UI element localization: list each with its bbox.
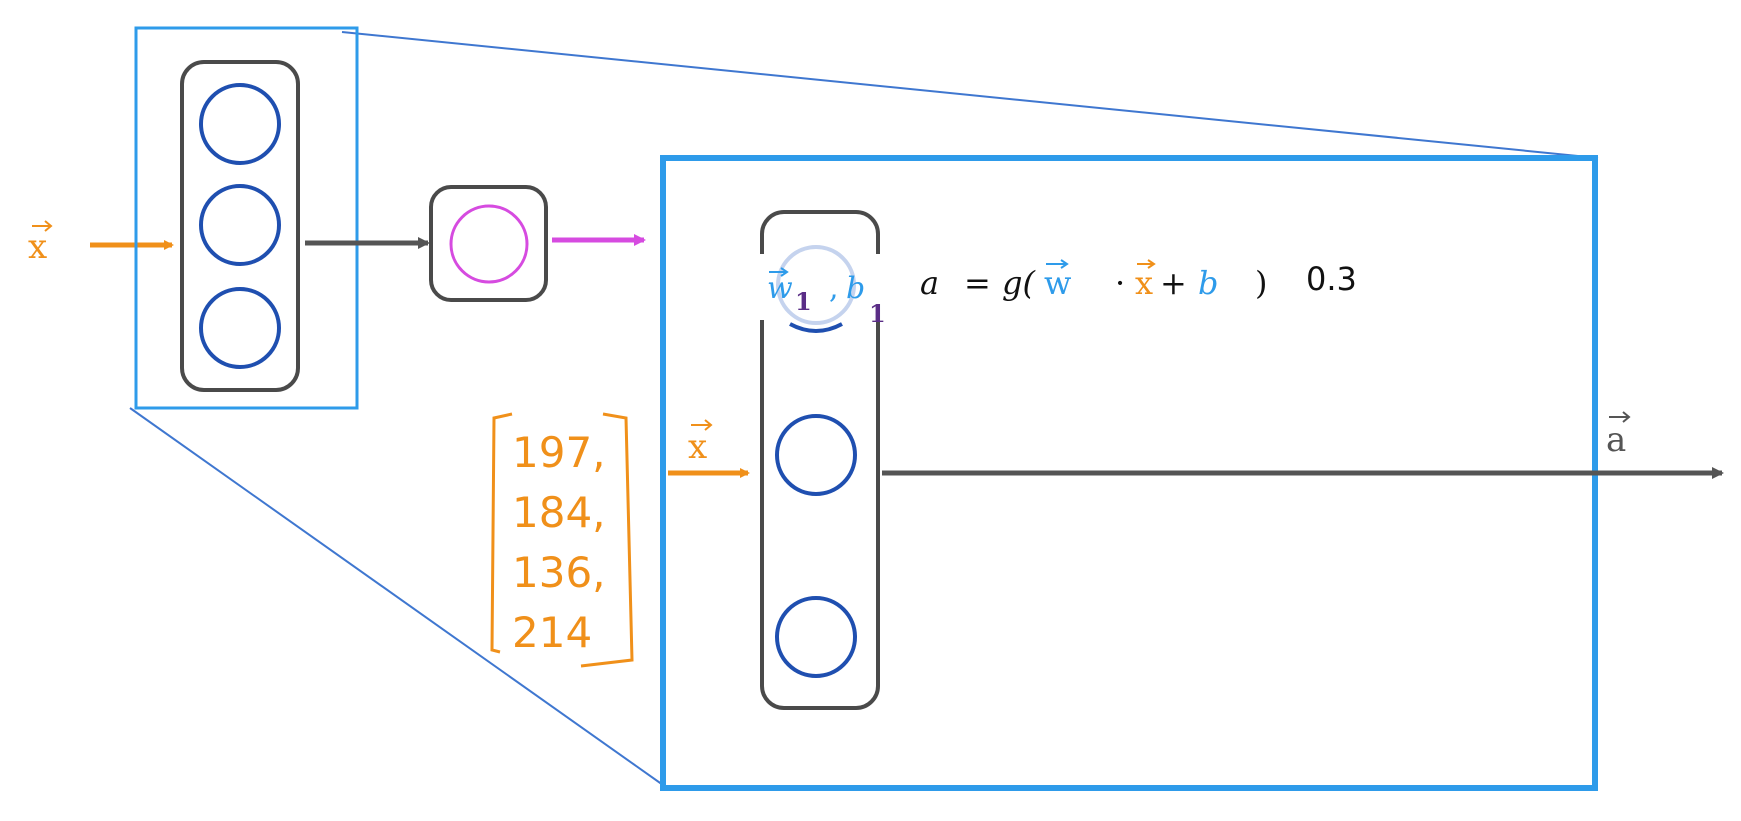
w1-vector-arrow	[769, 267, 789, 277]
activation-equation: a = g( w · x + b ) 0.3	[920, 259, 1357, 302]
label-comma: ,	[829, 271, 839, 306]
zoom-layer-box	[760, 210, 880, 710]
eq-func-open: g(	[1002, 264, 1036, 302]
eq-b: b	[1198, 264, 1218, 302]
zoom-input-x-label: x	[688, 427, 707, 467]
layer1-highlight-box	[134, 26, 359, 410]
input-value-3: 136,	[512, 548, 606, 597]
input-bracket-left	[490, 412, 513, 654]
output-a-vector-arrow	[1609, 411, 1631, 423]
eq-equals: =	[964, 264, 991, 302]
input-values: 197, 184, 136, 214	[512, 428, 606, 657]
layer1-box	[180, 60, 300, 392]
eq-x: x	[1135, 264, 1153, 302]
input-value-1: 197,	[512, 428, 606, 477]
b1-subscript: 1	[869, 299, 886, 328]
b1-symbol: b	[846, 271, 865, 306]
input-x-vector-arrow	[32, 220, 53, 232]
eq-dot: ·	[1115, 264, 1125, 302]
eq-plus: +	[1160, 264, 1187, 302]
eq-result: 0.3	[1306, 260, 1357, 298]
eq-w-vector-arrow	[1046, 259, 1069, 269]
layer1-neuron-1	[199, 83, 281, 165]
input-value-2: 184,	[512, 488, 606, 537]
layer2-box	[429, 185, 548, 302]
zoom-neuron-3	[775, 596, 857, 678]
output-a-label: a	[1606, 420, 1626, 460]
layer1-neuron-2	[199, 184, 281, 266]
w1-symbol: w	[767, 271, 793, 306]
zoom-neuron-1-arc	[789, 322, 843, 333]
input-x-label: x	[28, 227, 47, 267]
layer1-neuron-3	[199, 287, 281, 369]
input-value-4: 214	[512, 608, 592, 657]
eq-lhs: a	[920, 264, 939, 302]
zoom-neuron-1-faded	[776, 245, 856, 325]
zoom-neuron-2	[775, 414, 857, 496]
zoom-line-top	[341, 31, 1599, 159]
layer2-neuron	[449, 204, 529, 284]
eq-x-vector-arrow	[1137, 259, 1156, 269]
zoom-line-bottom	[129, 407, 664, 786]
input-bracket-right	[580, 412, 634, 668]
zoom-input-x-vector-arrow	[691, 419, 713, 431]
eq-close: )	[1255, 264, 1267, 302]
w1-subscript: 1	[795, 287, 812, 316]
eq-w: w	[1044, 264, 1071, 302]
